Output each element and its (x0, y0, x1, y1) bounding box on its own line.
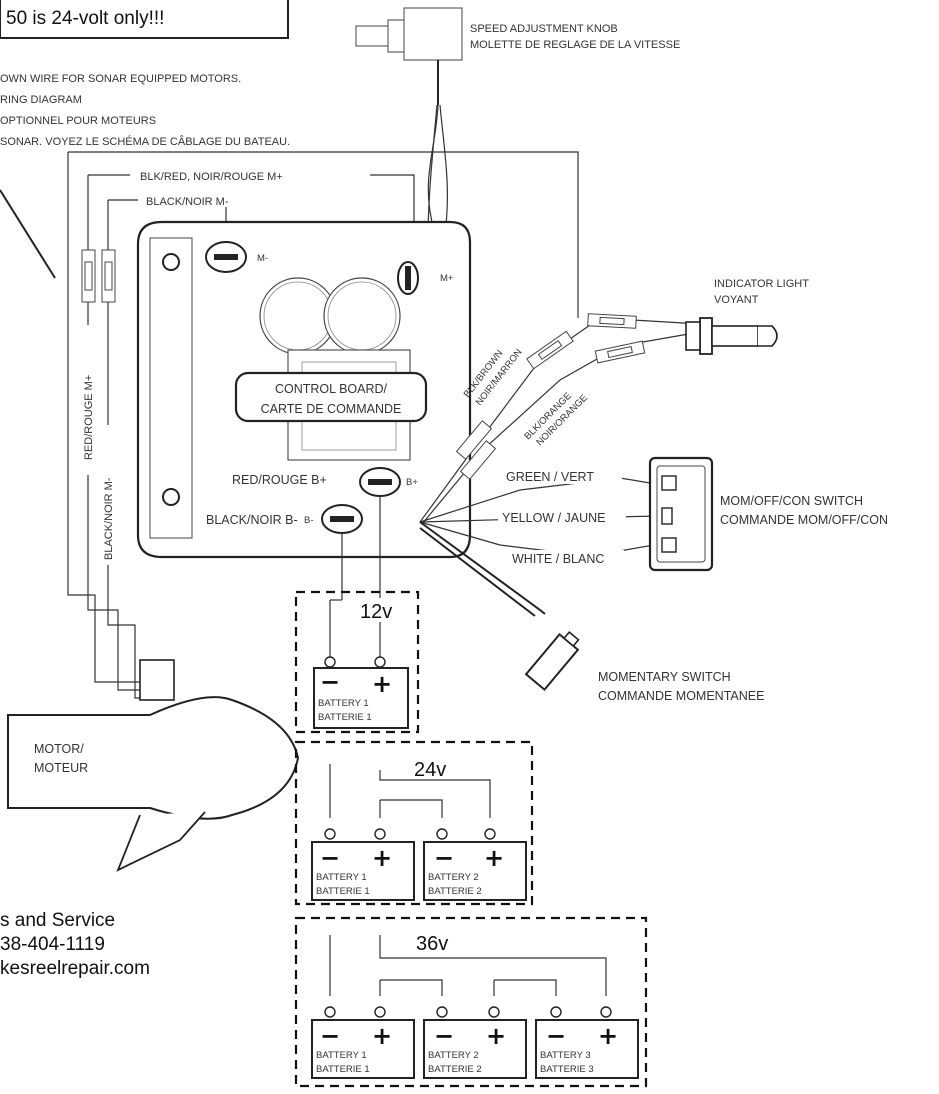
motor (7, 659, 300, 872)
wire-label-m-plus-top: BLK/RED, NOIR/ROUGE M+ (140, 171, 283, 183)
terminal-b-minus (321, 504, 363, 534)
speed-knob-label-fr: MOLETTE DE REGLAGE DE LA VITESSE (470, 39, 680, 51)
momentary-switch-label-fr: COMMANDE MOMENTANEE (598, 689, 764, 703)
service-line2: 38-404-1119 (0, 934, 105, 955)
battery-36v-b3-plus: + (598, 1022, 618, 1050)
battery-24v-b2-label-en: BATTERY 2 (428, 872, 479, 883)
battery-24v-b2-label-fr: BATTERIE 2 (428, 886, 482, 897)
mom-off-con-switch (648, 456, 714, 572)
battery-36v-b3-minus: − (546, 1022, 566, 1050)
momentary-switch (524, 630, 580, 692)
battery-bank-36v (294, 916, 648, 1088)
indicator-light-label-en: INDICATOR LIGHT (714, 278, 809, 290)
indicator-light (685, 317, 778, 355)
warning-box: 50 is 24-volt only!!! (0, 0, 289, 39)
control-board-label-line1: CONTROL BOARD/ (275, 382, 388, 396)
battery-bank-24v (294, 740, 534, 906)
battery-36v-b1-plus: + (372, 1022, 392, 1050)
battery-36v-b2-minus: − (434, 1022, 454, 1050)
battery-bank-12v (294, 590, 420, 734)
warning-text: 50 is 24-volt only!!! (6, 8, 164, 29)
switch-label-en: MOM/OFF/CON SWITCH (720, 494, 863, 508)
indicator-light-label-fr: VOYANT (714, 294, 759, 306)
inline-fuses-motor (81, 249, 116, 303)
switch-label-fr: COMMANDE MOM/OFF/CON (720, 513, 888, 527)
wire-label-red-m-plus: RED/ROUGE M+ (83, 375, 95, 460)
inline-fuses-right (455, 313, 646, 480)
battery-24v-b1-label-fr: BATTERIE 1 (316, 886, 370, 897)
sonar-wire (0, 189, 56, 279)
battery-36v-b2-plus: + (486, 1022, 506, 1050)
motor-label-line1: MOTOR/ (34, 742, 84, 756)
wire-label-yellow: YELLOW / JAUNE (502, 511, 606, 525)
battery-36v-b2-label-fr: BATTERIE 2 (428, 1064, 482, 1075)
terminal-label-m-minus: M- (257, 253, 268, 264)
voltage-label-24v: 24v (414, 759, 446, 781)
speed-knob (355, 7, 463, 241)
battery-24v-b1-plus: + (372, 844, 392, 872)
momentary-switch-label-en: MOMENTARY SWITCH (598, 670, 731, 684)
battery-24v-b1-label-en: BATTERY 1 (316, 872, 367, 883)
terminal-label-b-plus: B+ (406, 477, 418, 488)
wire-label-white: WHITE / BLANC (512, 552, 604, 566)
control-board-label-line2: CARTE DE COMMANDE (261, 402, 402, 416)
wire-label-black-b-minus: BLACK/NOIR B- (206, 513, 298, 527)
battery-12v-label-en: BATTERY 1 (318, 698, 369, 709)
terminal-label-b-minus: B- (304, 515, 314, 526)
sonar-note-line4: SONAR. VOYEZ LE SCHÉMA DE CÂBLAGE DU BAT… (0, 135, 290, 148)
battery-36v-b1-label-fr: BATTERIE 1 (316, 1064, 370, 1075)
wire-label-red-b-plus: RED/ROUGE B+ (232, 473, 327, 487)
battery-12v-minus: − (320, 668, 340, 696)
wire-label-black-m-minus: BLACK/NOIR M- (103, 477, 115, 560)
terminal-b-plus (359, 467, 401, 497)
battery-36v-b1-label-en: BATTERY 1 (316, 1050, 367, 1061)
voltage-label-36v: 36v (416, 933, 448, 955)
motor-label-line2: MOTEUR (34, 761, 88, 775)
battery-36v-b3-label-fr: BATTERIE 3 (540, 1064, 594, 1075)
service-line3: kesreelrepair.com (0, 958, 150, 979)
battery-24v-b1-minus: − (320, 844, 340, 872)
battery-24v-b2-minus: − (434, 844, 454, 872)
battery-12v-label-fr: BATTERIE 1 (318, 712, 372, 723)
battery-24v-b2-plus: + (484, 844, 504, 872)
battery-12v-plus: + (372, 670, 392, 698)
sonar-note-line1: OWN WIRE FOR SONAR EQUIPPED MOTORS. (0, 73, 241, 85)
control-board-label: CONTROL BOARD/ CARTE DE COMMANDE (234, 371, 428, 423)
battery-36v-b2-label-en: BATTERY 2 (428, 1050, 479, 1061)
sonar-note-line3: OPTIONNEL POUR MOTEURS (0, 115, 156, 127)
service-line1: s and Service (0, 910, 115, 931)
terminal-label-m-plus: M+ (440, 273, 454, 284)
battery-36v-b1-minus: − (320, 1022, 340, 1050)
terminal-m-plus (397, 261, 419, 295)
sonar-note-line2: RING DIAGRAM (0, 94, 82, 106)
voltage-label-12v: 12v (360, 601, 392, 623)
wire-label-m-minus-top: BLACK/NOIR M- (146, 196, 229, 208)
speed-knob-label-en: SPEED ADJUSTMENT KNOB (470, 23, 618, 35)
terminal-m-minus (205, 241, 247, 273)
wire-label-green: GREEN / VERT (506, 470, 594, 484)
battery-36v-b3-label-en: BATTERY 3 (540, 1050, 591, 1061)
